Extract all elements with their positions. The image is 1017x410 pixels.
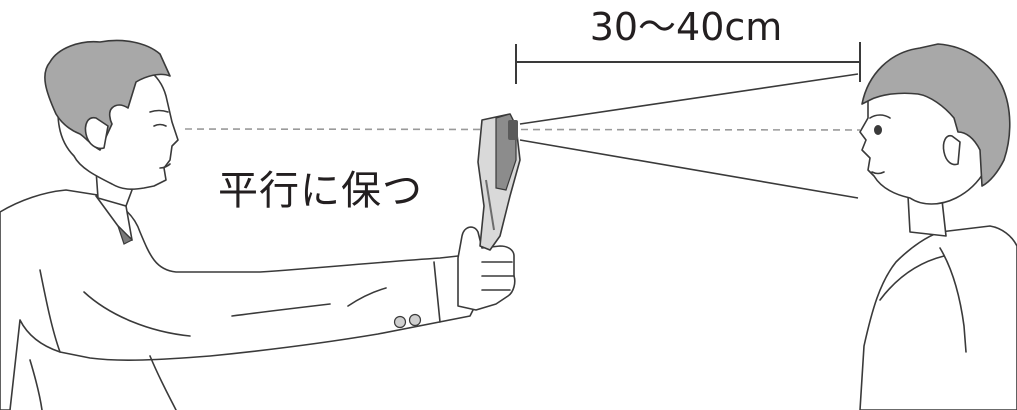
operator-hair xyxy=(44,39,171,151)
instruction-label: 平行に保つ xyxy=(218,168,423,214)
distance-label: 30〜40cm xyxy=(590,5,783,49)
subject-body xyxy=(859,225,1017,410)
handheld-device xyxy=(477,113,521,251)
subject-figure xyxy=(859,43,1017,410)
subject-hair xyxy=(861,43,1011,187)
operator-suit xyxy=(0,189,479,410)
cuff-button-1 xyxy=(393,315,407,329)
cuff-button-2 xyxy=(408,313,422,327)
operator-figure xyxy=(0,39,516,410)
eye-level-guide-line xyxy=(184,128,861,131)
sensor-beam xyxy=(519,73,859,199)
distance-bracket xyxy=(515,42,861,84)
